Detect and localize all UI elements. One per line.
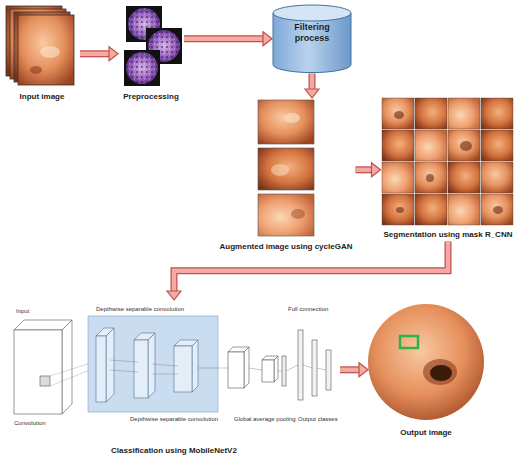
arrow-body: [340, 368, 359, 373]
node-caption: Preprocessing: [118, 92, 184, 102]
mobilenet-figure: [14, 316, 331, 414]
arrow-head: [109, 47, 118, 61]
arrow-body: [184, 37, 263, 42]
output-endoscopy: [368, 304, 484, 420]
flow-arrow: [80, 47, 118, 61]
database-cylinder: Filtering process: [272, 4, 352, 74]
arrow-body: [356, 168, 372, 173]
histology-tiles: [124, 6, 182, 86]
arrow-head: [359, 363, 368, 377]
arrow-head: [305, 89, 319, 98]
node-caption: Classification using MobileNetV2: [8, 446, 340, 456]
flow-arrow: [340, 363, 368, 377]
segmentation-grid: [382, 98, 513, 225]
arrow-body: [310, 74, 315, 89]
layer-label: Global average pooling: [234, 416, 296, 423]
image-grid: Segmentation using mask R_CNN: [381, 98, 516, 242]
node-caption: Segmentation using mask R_CNN: [381, 230, 516, 240]
arrow-outline: [184, 35, 263, 42]
network-figure: Classification using MobileNetV2: [8, 300, 340, 458]
layer-label: Depthwise separable convolution: [130, 416, 218, 423]
arrow-outline: [309, 74, 316, 89]
flow-arrow: [356, 163, 381, 177]
node-caption: Output image: [368, 428, 484, 438]
arrow-body: [174, 242, 448, 291]
arrow-head: [263, 32, 272, 46]
arrow-head: [167, 291, 181, 300]
layer-label: Full connection: [288, 306, 328, 313]
arrow-outline: [80, 50, 109, 57]
arrow-head: [372, 163, 381, 177]
arrow-body: [80, 52, 109, 57]
image-stack: Augmented image using cycleGAN: [217, 98, 356, 254]
flow-arrow: [184, 32, 272, 46]
layer-label: Output classes: [298, 416, 338, 423]
endoscopy-stack: [6, 6, 74, 85]
output-image: Output image: [368, 300, 484, 440]
layer-label: Depthwise separable convolution: [96, 306, 184, 313]
arrow-outline: [340, 366, 359, 373]
augmented-images: [258, 100, 314, 236]
node-caption: Augmented image using cycleGAN: [217, 242, 356, 252]
image-stack: Preprocessing: [118, 4, 184, 104]
flow-arrow: [305, 74, 319, 98]
node-caption: Input image: [4, 92, 80, 102]
arrow-outline: [174, 242, 448, 291]
layer-label: Input: [16, 308, 29, 315]
flow-arrow: [167, 242, 448, 300]
node-caption: Filtering process: [272, 4, 352, 44]
image-stack: Input image: [4, 4, 80, 104]
layer-label: Convolution: [14, 420, 46, 427]
arrow-outline: [356, 166, 372, 173]
